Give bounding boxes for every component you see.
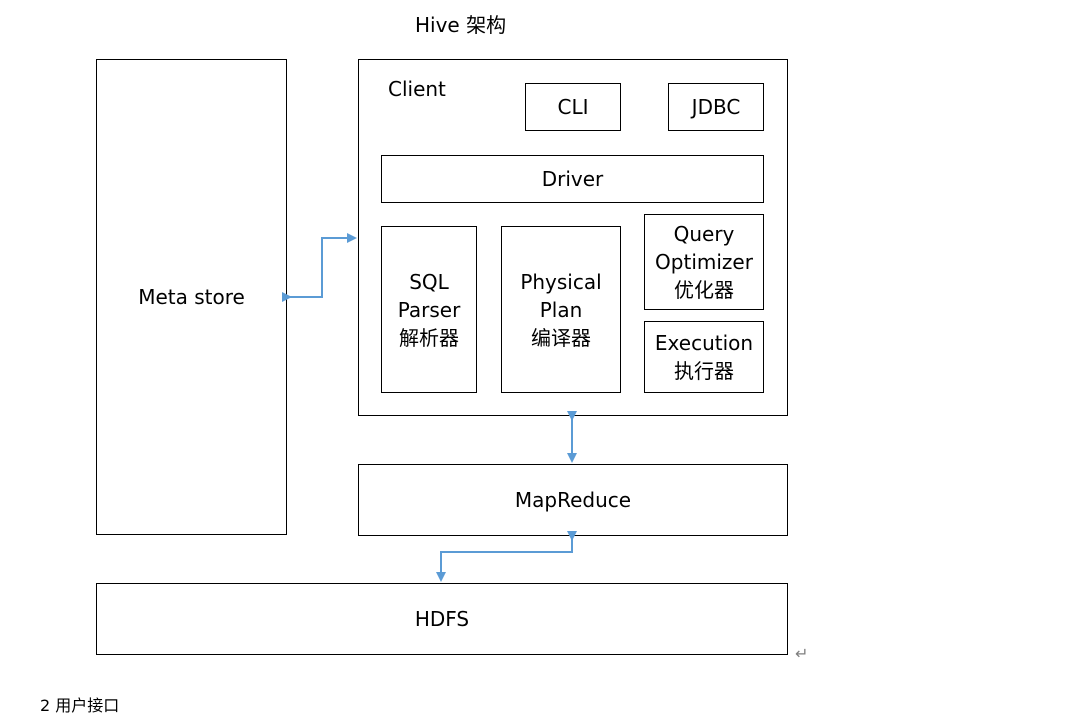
query-optimizer-line2: Optimizer (655, 250, 753, 274)
query-optimizer-line3: 优化器 (674, 278, 734, 302)
physical-plan-box: Physical Plan 编译器 (501, 226, 621, 393)
diagram-title: Hive 架构 (415, 13, 507, 37)
mapreduce-hdfs-arrow (436, 531, 577, 582)
execution-line2: 执行器 (674, 359, 734, 383)
query-optimizer-line1: Query (673, 222, 735, 246)
cli-box: CLI (525, 83, 621, 131)
query-optimizer-box: Query Optimizer 优化器 (644, 214, 764, 310)
mapreduce-box: MapReduce (358, 464, 788, 536)
physical-plan-line2: Plan (539, 297, 583, 322)
physical-plan-line3: 编译器 (531, 325, 591, 350)
physical-plan-line1: Physical (520, 269, 602, 294)
sql-parser-line3: 解析器 (399, 325, 459, 350)
jdbc-box: JDBC (668, 83, 764, 131)
sql-parser-line2: Parser (397, 297, 461, 322)
sql-parser-box: SQL Parser 解析器 (381, 226, 477, 393)
paragraph-mark: ↵ (795, 644, 809, 663)
jdbc-label: JDBC (691, 95, 741, 119)
driver-label: Driver (541, 167, 604, 191)
execution-line1: Execution (654, 331, 754, 355)
client-label: Client (388, 77, 446, 101)
metastore-box: Meta store (96, 59, 287, 535)
clipped-text: 2 用户接口 (40, 696, 120, 715)
hdfs-label: HDFS (414, 607, 470, 631)
hdfs-box: HDFS (96, 583, 788, 655)
metastore-label: Meta store (138, 285, 245, 309)
execution-box: Execution 执行器 (644, 321, 764, 393)
mapreduce-label: MapReduce (514, 488, 632, 512)
cli-label: CLI (557, 95, 589, 119)
sql-parser-line1: SQL (409, 269, 449, 294)
metastore-client-arrow (282, 233, 357, 302)
driver-box: Driver (381, 155, 764, 203)
